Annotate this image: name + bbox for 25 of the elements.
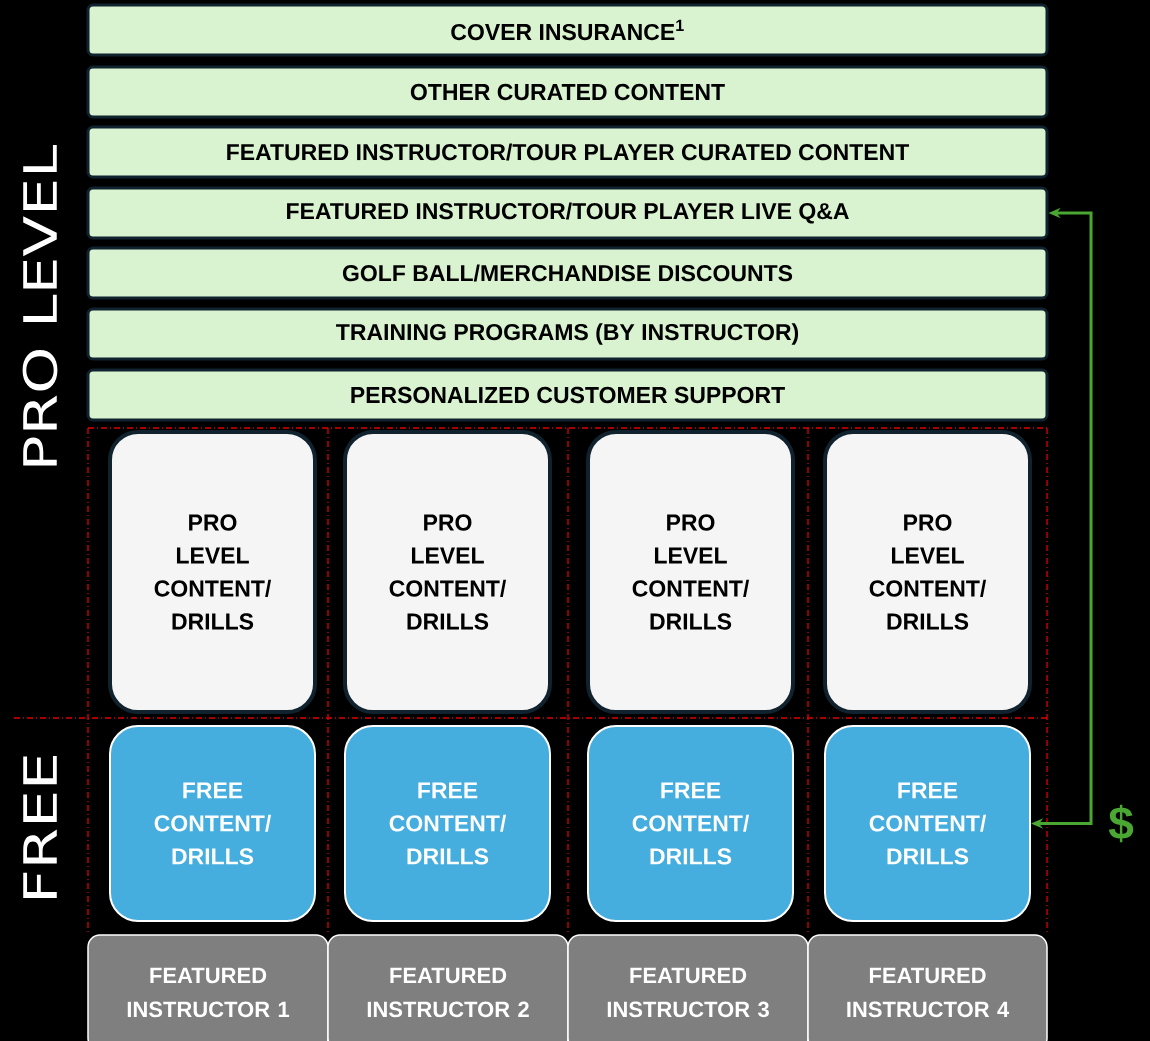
content-card: PRO LEVEL CONTENT/ DRILLS xyxy=(108,430,317,714)
node-label: FEATURED INSTRUCTOR 1 xyxy=(127,967,290,1018)
instructor-box: FEATURED INSTRUCTOR 3 xyxy=(567,934,809,1041)
content-card: FREE CONTENT/ DRILLS xyxy=(344,725,551,922)
feature-bar: FEATURED INSTRUCTOR/TOUR PLAYER LIVE Q&A xyxy=(86,186,1049,240)
node-label: FEATURED INSTRUCTOR 2 xyxy=(367,967,529,1018)
instructor-box: FEATURED INSTRUCTOR 1 xyxy=(87,934,329,1041)
instructor-box: FEATURED INSTRUCTOR 4 xyxy=(807,934,1048,1041)
side-label: FREE xyxy=(23,756,57,898)
feature-bar: GOLF BALL/MERCHANDISE DISCOUNTS xyxy=(86,246,1049,300)
content-card: PRO LEVEL CONTENT/ DRILLS xyxy=(343,430,552,714)
content-card: PRO LEVEL CONTENT/ DRILLS xyxy=(823,430,1032,714)
feature-bar: TRAINING PROGRAMS (BY INSTRUCTOR) xyxy=(86,307,1049,361)
side-label: PRO LEVEL xyxy=(22,144,58,466)
content-card: PRO LEVEL CONTENT/ DRILLS xyxy=(586,430,795,714)
feature-bar: OTHER CURATED CONTENT xyxy=(86,65,1049,119)
node-label: FEATURED INSTRUCTOR 3 xyxy=(607,967,769,1018)
edge-label: $ xyxy=(1106,802,1136,845)
content-card: FREE CONTENT/ DRILLS xyxy=(109,725,316,922)
instructor-box: FEATURED INSTRUCTOR 2 xyxy=(327,934,569,1041)
feature-bar: PERSONALIZED CUSTOMER SUPPORT xyxy=(86,368,1049,422)
content-card: FREE CONTENT/ DRILLS xyxy=(824,725,1031,922)
feature-bar: FEATURED INSTRUCTOR/TOUR PLAYER CURATED CONTENT xyxy=(86,125,1049,179)
content-card: FREE CONTENT/ DRILLS xyxy=(587,725,794,922)
feature-bar: COVER INSURANCE$^{1}$ xyxy=(86,3,1049,57)
